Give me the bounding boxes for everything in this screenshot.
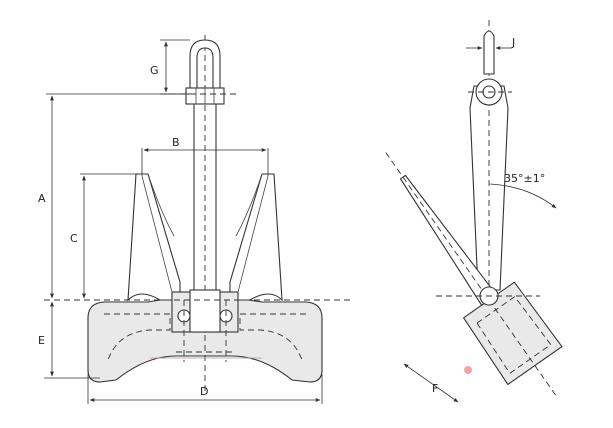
label-a: A — [38, 192, 46, 205]
dim-f-line — [403, 363, 459, 403]
left-palm — [127, 173, 181, 302]
label-angle: 35°±1° — [504, 172, 545, 185]
front-view: G A B C E D — [38, 35, 350, 404]
side-view: J 35°±1° F — [385, 20, 563, 403]
accent-dot — [464, 366, 472, 374]
angle-arc — [489, 183, 557, 209]
right-palm-ridge — [237, 175, 269, 293]
left-palm-curve — [147, 173, 175, 237]
label-c: C — [70, 232, 78, 245]
crown-shank-slot — [189, 289, 221, 333]
side-shackle — [483, 30, 495, 75]
left-palm-ridge — [141, 175, 173, 293]
label-f: F — [432, 382, 438, 395]
right-palm — [229, 173, 283, 302]
fluke-inner-left — [104, 313, 171, 361]
label-b: B — [172, 136, 180, 149]
label-e: E — [38, 334, 45, 347]
label-j: J — [511, 36, 515, 49]
label-g: G — [150, 64, 159, 77]
fluke-inner-right — [239, 313, 306, 361]
right-palm-curve — [235, 173, 263, 237]
side-shank — [469, 85, 509, 291]
label-d: D — [200, 385, 208, 398]
side-fluke-inner — [476, 296, 552, 374]
side-fluke-axis — [385, 152, 559, 399]
